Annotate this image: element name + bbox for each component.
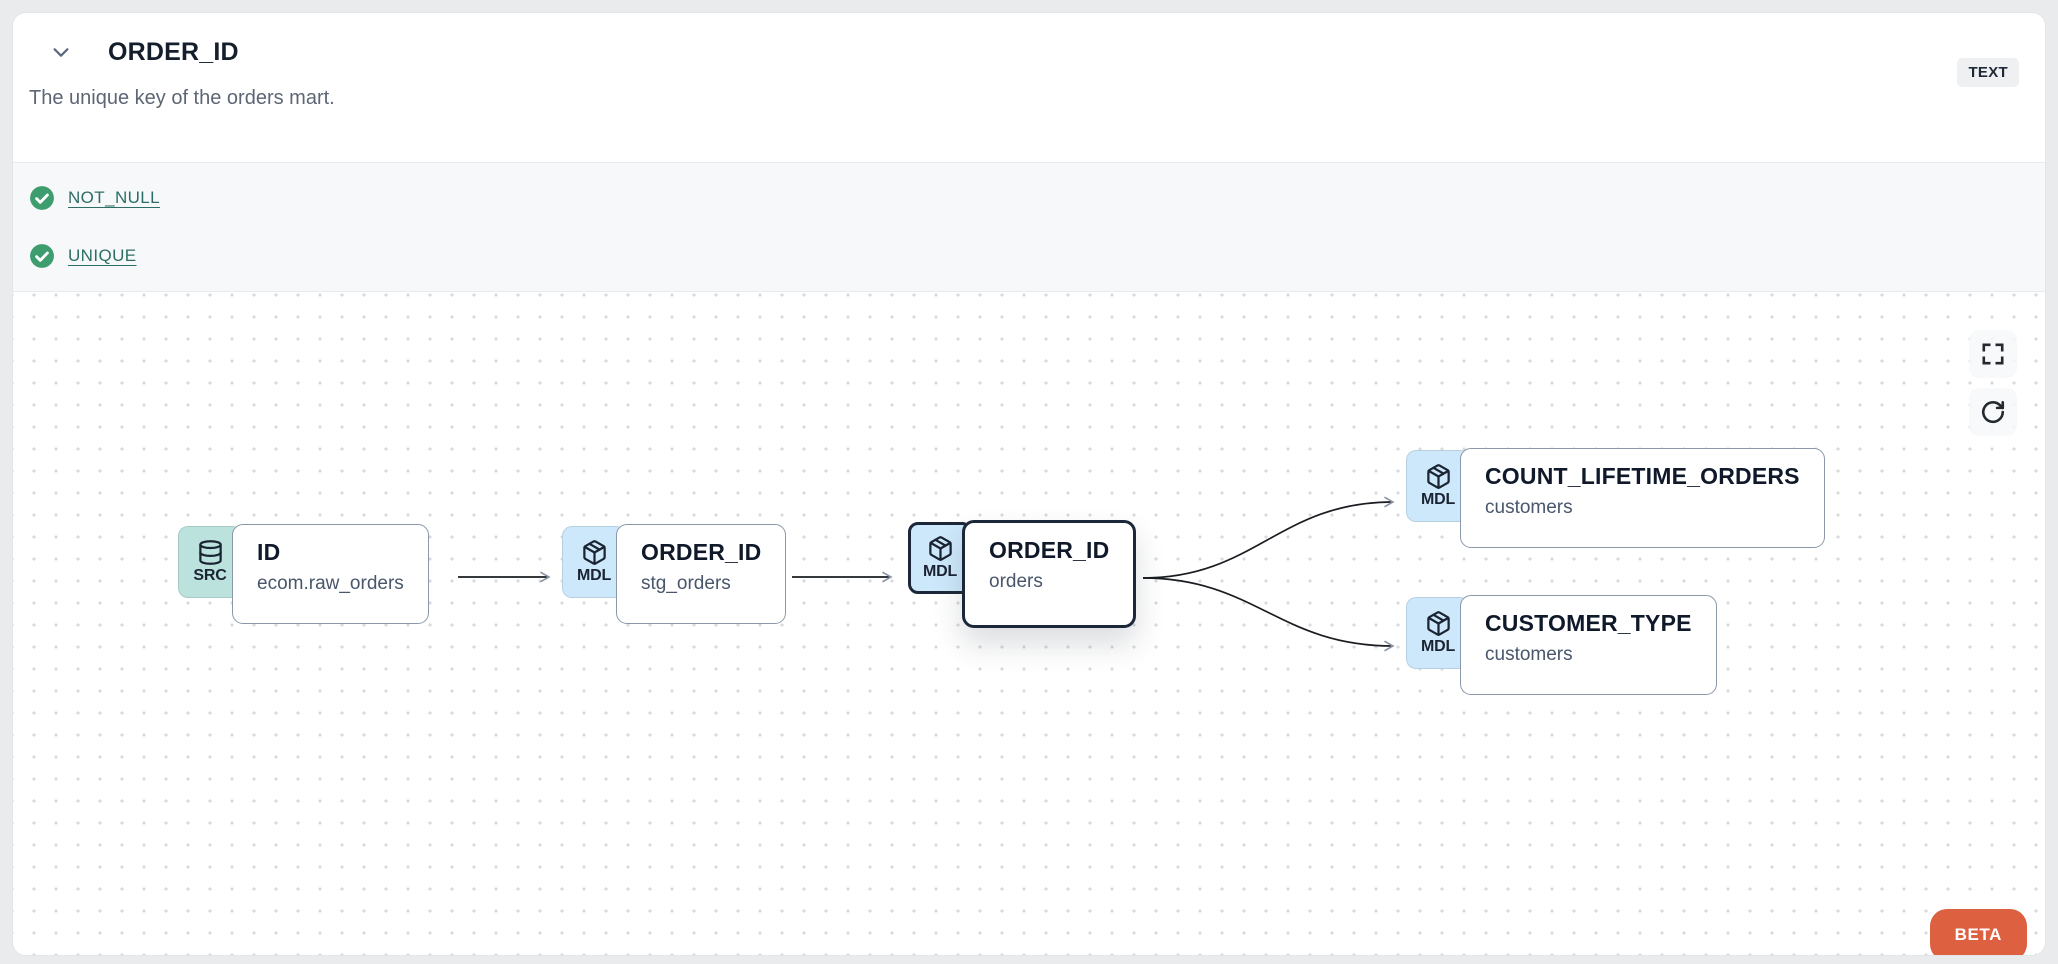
node-title: ID: [257, 539, 281, 565]
node-type-badge: MDL: [562, 526, 626, 598]
node-badge-label: MDL: [1420, 638, 1456, 655]
lineage-node-orders-selected[interactable]: MDL ORDER_ID orders: [837, 474, 1208, 674]
database-icon: [198, 540, 222, 565]
lineage-node-stg-orders[interactable]: MDL ORDER_ID stg_orders: [562, 524, 787, 624]
collapse-chevron-icon[interactable]: [46, 37, 76, 67]
package-icon: [1426, 611, 1450, 636]
column-description: The unique key of the orders mart.: [29, 87, 335, 109]
node-subtitle: orders: [989, 571, 1043, 592]
refresh-icon: [1981, 400, 2005, 424]
package-icon: [928, 536, 952, 561]
node-subtitle: stg_orders: [641, 573, 731, 594]
node-type-badge: MDL: [908, 522, 972, 594]
node-subtitle: customers: [1485, 644, 1573, 665]
node-type-badge: MDL: [1406, 450, 1470, 522]
header: ORDER_ID TEXT The unique key of the orde…: [13, 37, 2045, 162]
check-circle-icon: [29, 185, 55, 211]
node-badge-label: MDL: [576, 567, 612, 584]
node-subtitle: customers: [1485, 497, 1573, 518]
node-badge-label: MDL: [1420, 491, 1456, 508]
test-row: UNIQUE: [29, 241, 2045, 271]
test-link-not-null[interactable]: NOT_NULL: [68, 188, 161, 207]
node-card: CUSTOMER_TYPE customers: [1460, 595, 1717, 695]
test-row: NOT_NULL: [29, 183, 2045, 213]
node-title: CUSTOMER_TYPE: [1485, 610, 1692, 636]
fullscreen-button[interactable]: [1969, 330, 2017, 378]
lineage-node-count-lifetime-orders[interactable]: MDL COUNT_LIFETIME_ORDERS customers: [1406, 448, 1825, 548]
test-link-unique[interactable]: UNIQUE: [68, 246, 137, 265]
node-card: COUNT_LIFETIME_ORDERS customers: [1460, 448, 1825, 548]
node-type-badge: SRC: [178, 526, 242, 598]
lineage-node-customer-type[interactable]: MDL CUSTOMER_TYPE customers: [1406, 595, 1717, 695]
edge-orders-to-count-lifetime-orders: [1142, 496, 1395, 579]
fullscreen-icon: [1982, 343, 2004, 365]
package-icon: [1426, 464, 1450, 489]
package-icon: [582, 540, 606, 565]
canvas-controls: [1969, 330, 2017, 436]
node-card: ORDER_ID stg_orders: [616, 524, 787, 624]
node-card: ORDER_ID orders: [962, 520, 1137, 628]
page-title: ORDER_ID: [108, 37, 239, 66]
beta-badge[interactable]: BETA: [1929, 909, 2027, 955]
node-title: COUNT_LIFETIME_ORDERS: [1485, 463, 1800, 489]
lineage-node-source-id[interactable]: SRC ID ecom.raw_orders: [178, 524, 429, 624]
tests-section: NOT_NULL UNIQUE: [13, 162, 2045, 292]
node-badge-label: MDL: [922, 563, 958, 580]
node-subtitle: ecom.raw_orders: [257, 573, 404, 594]
node-badge-label: SRC: [193, 567, 227, 584]
node-card: ID ecom.raw_orders: [232, 524, 429, 624]
node-title: ORDER_ID: [989, 537, 1110, 563]
refresh-button[interactable]: [1969, 388, 2017, 436]
lineage-canvas[interactable]: SRC ID ecom.raw_orders MDL ORDER_ID stg_…: [13, 292, 2045, 955]
column-detail-panel: ORDER_ID TEXT The unique key of the orde…: [12, 12, 2046, 956]
header-row: ORDER_ID: [46, 37, 2019, 67]
check-circle-icon: [29, 243, 55, 269]
edge-orders-to-customer-type: [1142, 577, 1395, 652]
node-title: ORDER_ID: [641, 539, 762, 565]
column-type-badge: TEXT: [1957, 58, 2019, 87]
